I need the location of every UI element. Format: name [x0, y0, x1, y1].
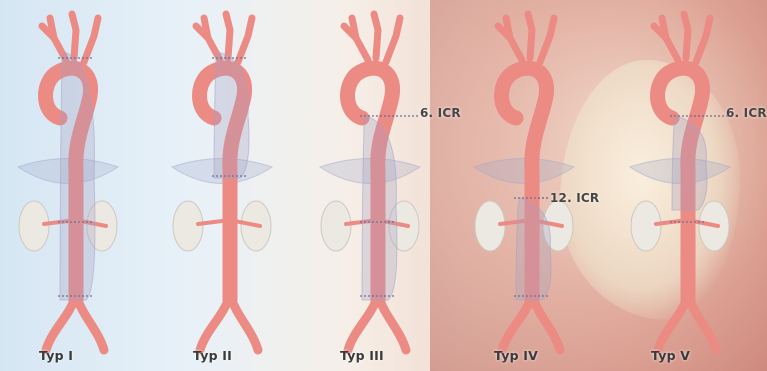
right-iliac-artery	[230, 296, 258, 350]
aorta-figure-1	[18, 14, 118, 350]
branch-vessel	[72, 14, 76, 58]
left-kidney	[19, 201, 49, 251]
icr-label-type-3: 6. ICR	[420, 106, 461, 120]
left-kidney	[631, 201, 661, 251]
type-label-4: Typ IV	[494, 348, 538, 363]
left-iliac-artery	[658, 296, 688, 350]
right-iliac-artery	[688, 296, 716, 350]
branch-vessel	[238, 18, 252, 62]
left-iliac-artery	[46, 296, 76, 350]
dissection-area	[672, 116, 707, 210]
dissection-area	[362, 116, 397, 300]
aorta-figure-3	[320, 14, 420, 350]
branch-vessel	[50, 18, 54, 38]
type-label-2: Typ II	[193, 348, 232, 363]
icr-label-type-4: 12. ICR	[550, 191, 599, 205]
right-iliac-artery	[378, 296, 406, 350]
aorta-figure-2	[172, 14, 272, 350]
branch-vessel	[506, 18, 510, 38]
branch-vessel	[352, 18, 356, 38]
aorta-figure-5	[630, 14, 730, 350]
left-kidney	[173, 201, 203, 251]
left-iliac-artery	[502, 296, 532, 350]
branch-vessel	[226, 14, 230, 58]
left-kidney	[321, 201, 351, 251]
aorta-figure-4	[474, 14, 574, 350]
type-label-5: Typ V	[651, 348, 690, 363]
left-kidney	[475, 201, 505, 251]
type-label-3: Typ III	[340, 348, 384, 363]
icr-label-type-5: 6. ICR	[726, 106, 767, 120]
branch-vessel	[662, 18, 666, 38]
branch-vessel	[84, 18, 98, 62]
type-label-1: Typ I	[39, 348, 73, 363]
branch-vessel	[540, 18, 554, 62]
right-iliac-artery	[76, 296, 104, 350]
branch-vessel	[528, 14, 532, 58]
branch-vessel	[386, 18, 400, 62]
branch-vessel	[374, 14, 378, 58]
left-iliac-artery	[348, 296, 378, 350]
branch-vessel	[684, 14, 688, 58]
right-iliac-artery	[532, 296, 560, 350]
left-iliac-artery	[200, 296, 230, 350]
diaphragm-shape	[474, 159, 574, 184]
branch-vessel	[204, 18, 208, 38]
branch-vessel	[696, 18, 710, 62]
